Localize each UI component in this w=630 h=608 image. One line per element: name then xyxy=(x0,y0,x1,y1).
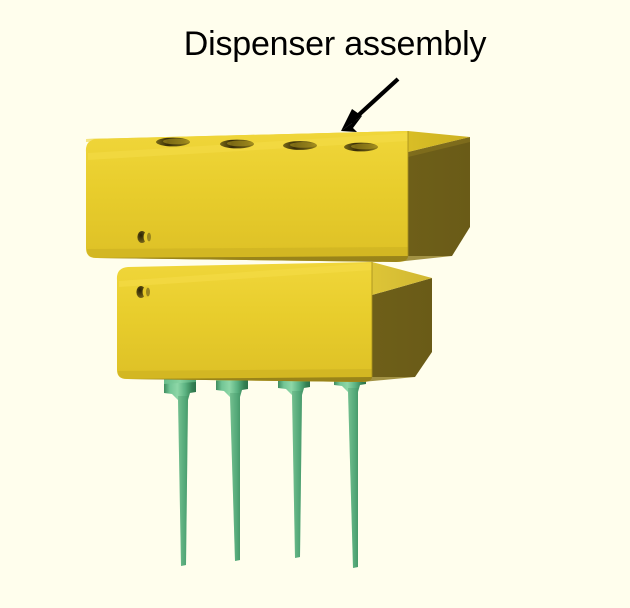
side-port-hole xyxy=(136,286,150,298)
port-hole xyxy=(156,137,190,147)
port-hole xyxy=(220,139,254,149)
upper-manifold-block xyxy=(85,131,470,262)
nozzle-tip-group xyxy=(164,368,366,568)
nozzle-tip xyxy=(278,371,310,558)
leader-arrow xyxy=(341,77,400,132)
page-title: Dispenser assembly xyxy=(183,25,487,63)
side-port-hole xyxy=(137,231,151,243)
nozzle-tip xyxy=(334,368,366,568)
port-hole-group xyxy=(156,137,378,152)
port-hole xyxy=(283,141,317,150)
nozzle-tip xyxy=(216,373,248,561)
nozzle-tip xyxy=(164,376,196,566)
port-hole xyxy=(344,142,378,152)
lower-manifold-block xyxy=(116,262,432,382)
